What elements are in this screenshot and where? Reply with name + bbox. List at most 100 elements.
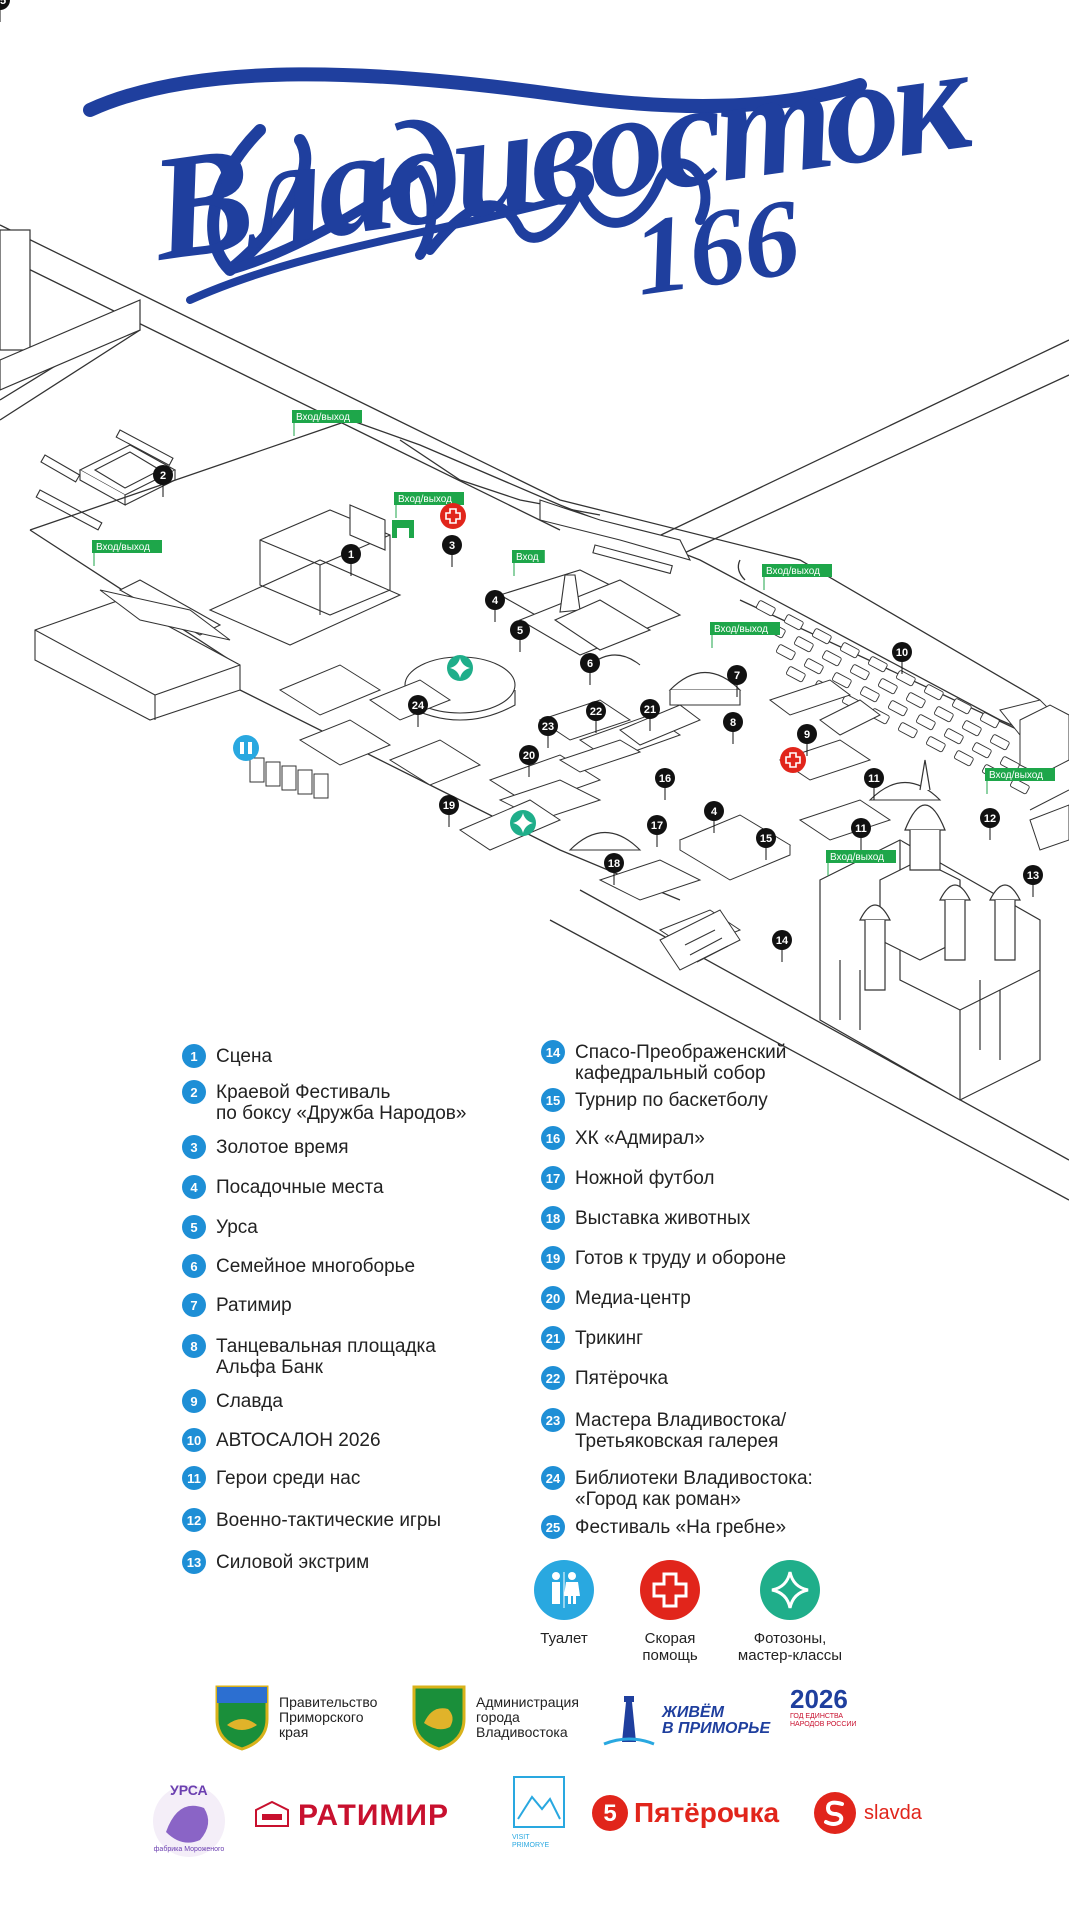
stairs	[99, 589, 741, 971]
admin-vl-logo: Администрация города Владивостока	[410, 1683, 579, 1751]
car-shape	[860, 686, 880, 703]
svg-text:5: 5	[603, 1800, 616, 1827]
marker-number: 4	[492, 595, 499, 607]
legend-label: Урса	[216, 1217, 258, 1238]
map-marker: 7	[727, 665, 747, 697]
car-shape	[794, 636, 814, 653]
car-shape	[934, 706, 954, 723]
map-marker: 11	[864, 768, 884, 800]
sparkle-icon	[447, 655, 473, 681]
entrance-text: Вход/выход	[96, 542, 150, 553]
marker-number: 15	[760, 833, 772, 845]
lighthouse-icon	[603, 1696, 655, 1746]
marker-number: 4	[711, 806, 718, 818]
legend-number: 7	[182, 1293, 206, 1317]
legend-label: Спасо-Преображенский кафедральный собор	[575, 1042, 787, 1084]
legend-item: 14 Спасо-Преображенский кафедральный собо…	[541, 1040, 787, 1084]
entrance-text: Вход	[516, 552, 539, 563]
car-shape	[840, 642, 860, 659]
car-shape	[850, 664, 870, 681]
entrance-text: Вход/выход	[989, 770, 1043, 781]
marker-number: 6	[587, 658, 593, 670]
visit-primorye-logo: VISIT PRIMORYE	[512, 1775, 566, 1850]
legend-label: Мастера Владивостока/ Третьяковская гале…	[575, 1410, 787, 1452]
legend-label: Библиотеки Владивостока: «Город как рома…	[575, 1468, 813, 1510]
car-shape	[980, 712, 1000, 729]
map-marker: 9	[797, 724, 817, 756]
legend-number: 5	[182, 1215, 206, 1239]
marker-number: 19	[443, 800, 455, 812]
amenity-item: Фотозоны, мастер-классы	[720, 1560, 860, 1664]
pavilion-right	[1019, 704, 1069, 811]
map-marker: 20	[519, 745, 539, 777]
boxing-area	[35, 429, 177, 531]
entrance-label: Вход/выход	[826, 850, 896, 876]
legend-number: 2	[182, 1080, 206, 1104]
pyaterochka-logo: 5 Пятёрочка	[590, 1793, 779, 1833]
car-shape	[926, 736, 946, 753]
ursa-logo: УРСА фабрика Мороженого	[148, 1780, 230, 1862]
car-shape	[916, 714, 936, 731]
roads	[0, 224, 1069, 1201]
sparkle-icon	[760, 1560, 820, 1620]
admin-vl-label: Администрация города Владивостока	[476, 1693, 579, 1740]
legend-number: 6	[182, 1254, 206, 1278]
legend-label: Посадочные места	[216, 1177, 384, 1198]
marker-number: 9	[804, 729, 810, 741]
first-aid-icon	[780, 747, 806, 773]
car-shape	[944, 728, 964, 745]
marker-number: 1	[348, 549, 354, 561]
gate-icon	[392, 520, 414, 538]
vladivostok-coat-of-arms-icon	[412, 1685, 466, 1751]
legend-label: Ножной футбол	[575, 1168, 715, 1189]
visit-mountains-icon	[513, 1776, 565, 1828]
marker-number: 25	[0, 0, 6, 7]
marker-number: 16	[659, 773, 671, 785]
legend-label: Выставка животных	[575, 1208, 751, 1229]
car-shape	[868, 656, 888, 673]
legend-number: 19	[541, 1246, 565, 1270]
car-shape	[756, 600, 776, 617]
toilet-icon	[534, 1560, 594, 1620]
legend-label: АВТОСАЛОН 2026	[216, 1430, 381, 1451]
title-main: Владивосток	[140, 13, 983, 293]
legend-number: 20	[541, 1286, 565, 1310]
entrance-text: Вход/выход	[296, 412, 350, 423]
primorye-coat-of-arms-icon	[215, 1685, 269, 1751]
pyaterochka-5-icon: 5	[592, 1795, 628, 1831]
car-shape	[898, 722, 918, 739]
car-shape	[786, 666, 806, 683]
car-shape	[972, 742, 992, 759]
map-marker: 18	[604, 853, 624, 885]
year-2026-logo: 2026 ГОД ЕДИНСТВА НАРОДОВ РОССИИ	[790, 1685, 860, 1729]
map-marker: 22	[586, 701, 606, 733]
slavda-label: slavda	[864, 1801, 922, 1824]
map-marker: 5	[510, 620, 530, 652]
toilet-block	[249, 757, 329, 799]
car-shape	[878, 678, 898, 695]
year-2026-label: 2026	[790, 1684, 848, 1714]
ursa-bear-icon	[153, 1785, 225, 1857]
map-marker: 3	[442, 535, 462, 567]
marker-number: 14	[776, 935, 789, 947]
year-caption: ГОД ЕДИНСТВА НАРОДОВ РОССИИ	[790, 1713, 857, 1728]
legend-number: 22	[541, 1366, 565, 1390]
visit-label: VISIT PRIMORYE	[512, 1834, 550, 1849]
car-rows	[756, 600, 1030, 795]
amenity-item: Скорая помощь	[620, 1560, 720, 1664]
marker-number: 13	[1027, 870, 1039, 882]
car-shape	[954, 750, 974, 767]
legend-number: 14	[541, 1040, 565, 1064]
entrance-text: Вход/выход	[830, 852, 884, 863]
legend-number: 21	[541, 1326, 565, 1350]
marker-number: 22	[590, 706, 602, 718]
car-shape	[804, 658, 824, 675]
